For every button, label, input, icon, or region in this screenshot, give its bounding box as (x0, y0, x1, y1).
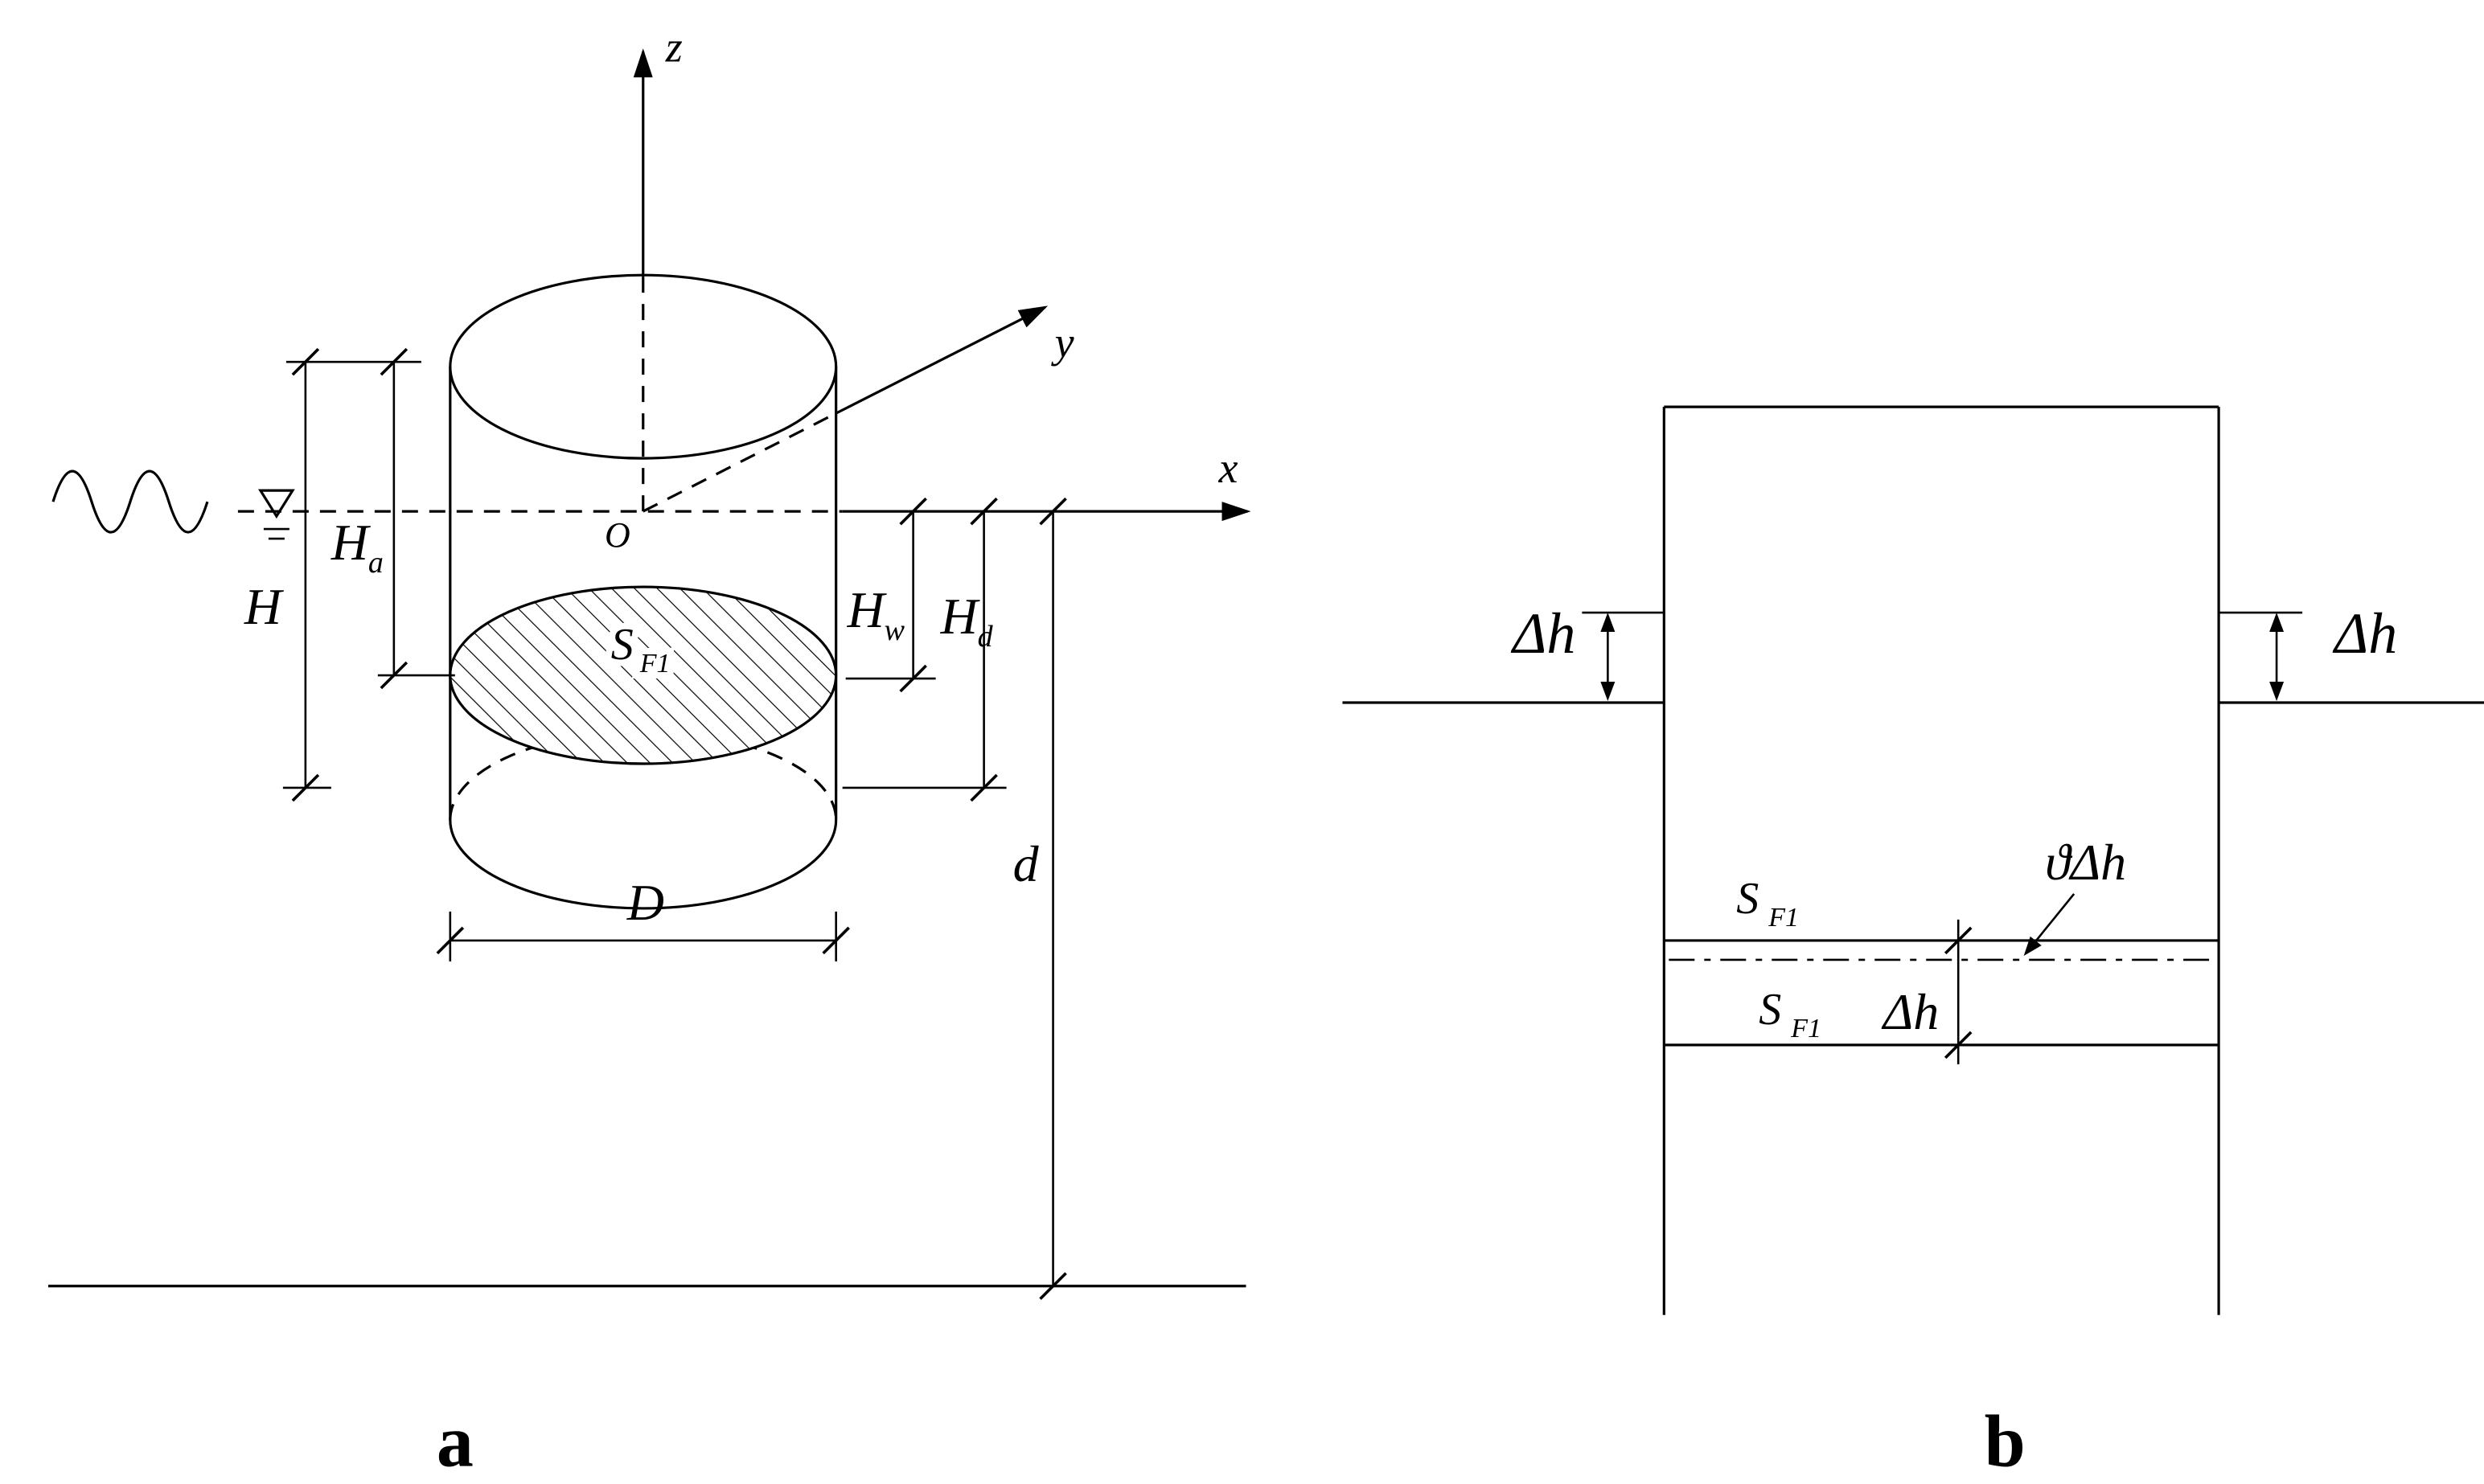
dim-label-D: D (626, 874, 664, 931)
wave-curve (51, 469, 209, 534)
dim-label-Hd-base: H (940, 588, 981, 645)
y-axis-line (835, 305, 1049, 415)
sf1-lower-label-sub: F1 (1790, 1014, 1821, 1043)
origin-label: O (605, 515, 630, 555)
dim-label-H: H (244, 578, 285, 635)
tick-d-top (1039, 497, 1067, 526)
panel-b: Δh Δh S F1 S F1 ϑΔh Δh b (1342, 405, 2484, 1482)
tick-D-right (822, 926, 850, 955)
dh-inner-label: Δh (1881, 983, 1940, 1040)
x-axis-label: x (1218, 444, 1238, 492)
y-axis-label: y (1051, 318, 1074, 367)
dim-label-Ha-sub: a (368, 546, 384, 580)
tick-H-bottom (291, 773, 320, 802)
tick-Hd-bottom (970, 773, 998, 802)
sf1-lower-label-base: S (1759, 985, 1781, 1035)
tick-dh-inner-bottom (1944, 1031, 1973, 1060)
section-label-sub: F1 (639, 649, 671, 678)
sf1-upper-label-base: S (1736, 874, 1759, 924)
dh-left-label: Δh (1510, 601, 1575, 666)
tick-Ha-bottom (380, 661, 409, 690)
caption-b: b (1985, 1400, 2026, 1482)
tick-dh-inner-top (1944, 926, 1973, 955)
tick-Hw-bottom (899, 664, 927, 693)
z-axis-label: z (665, 23, 683, 71)
section-label-base: S (611, 620, 634, 670)
water-level-symbol (258, 489, 295, 519)
theta-dh-leader-arrow (2023, 893, 2075, 957)
caption-a: a (437, 1400, 474, 1482)
dim-label-Hw-base: H (847, 581, 888, 638)
dim-label-Hd-sub: d (978, 620, 994, 654)
dim-label-Hw-sub: w (885, 613, 905, 647)
tick-Ha-top (380, 347, 409, 376)
cylinder-top-ellipse (449, 273, 838, 460)
y-axis-dashed (643, 412, 837, 513)
cylinder-bottom-front-arc (449, 819, 838, 910)
theta-dh-label: ϑΔh (2045, 834, 2126, 891)
panel-a: z x y O S F1 (47, 23, 1251, 1482)
dim-label-d: d (1013, 835, 1040, 892)
dim-label-Ha-base: H (331, 514, 372, 571)
dh-right-label: Δh (2332, 601, 2397, 666)
tick-H-top (291, 347, 320, 376)
tick-Hw-top (899, 497, 927, 526)
tick-D-left (436, 926, 465, 955)
sf1-upper-label-sub: F1 (1768, 903, 1799, 933)
tick-Hd-top (970, 497, 998, 526)
